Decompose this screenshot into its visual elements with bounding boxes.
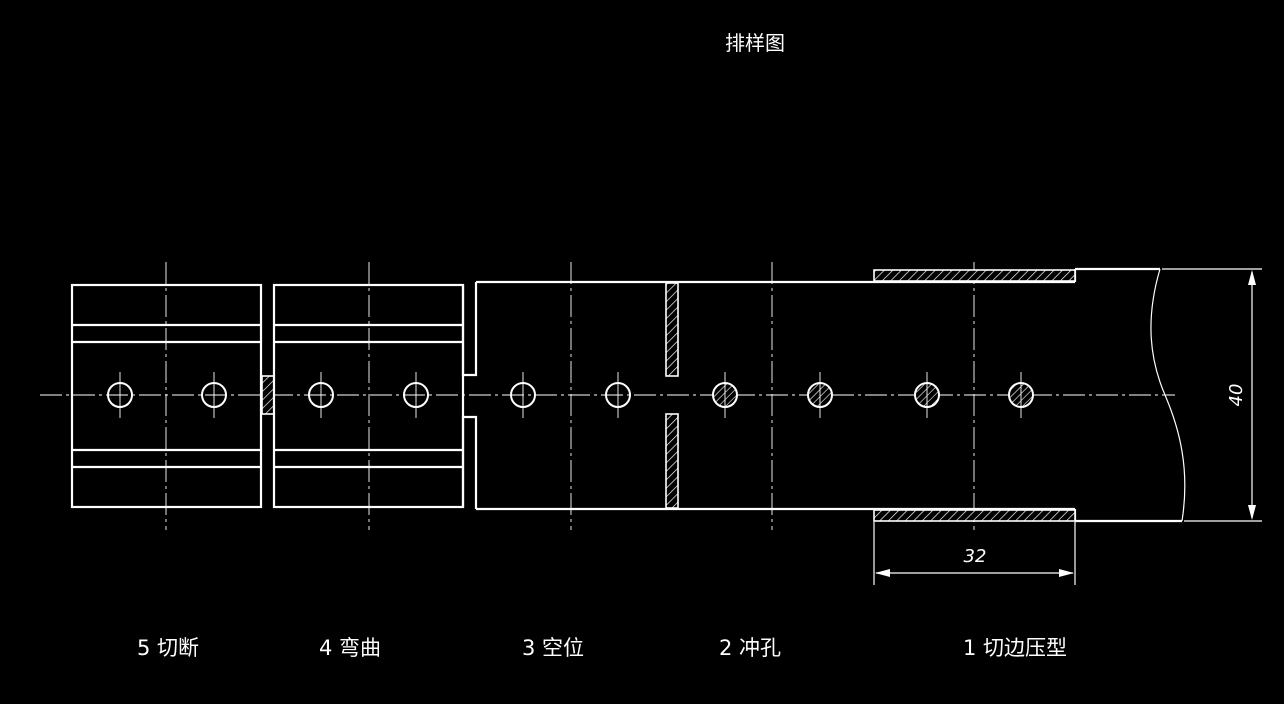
part-station-4: [272, 283, 465, 509]
station-label-1: 1 切边压型: [963, 636, 1067, 660]
dimension-height-label: 40: [1226, 384, 1247, 407]
dimension-pitch: 32: [873, 522, 1076, 585]
station-label-4: 4 弯曲: [319, 636, 381, 660]
station-labels: 5 切断 4 弯曲 3 空位 2 冲孔 1 切边压型: [137, 636, 1067, 660]
station-label-5: 5 切断: [137, 636, 199, 660]
dimension-height: 40: [1162, 268, 1262, 522]
station-label-3: 3 空位: [522, 636, 584, 660]
strip-outline: [461, 267, 1186, 523]
cut-tab-hatch: [261, 375, 275, 415]
drawing-title: 排样图: [725, 31, 785, 55]
slot-hatch-top: [665, 282, 679, 377]
hole-center-marks: [119, 372, 1022, 418]
slot-hatch-bottom: [665, 413, 679, 509]
dimension-pitch-label: 32: [964, 546, 987, 567]
edge-trim-bottom: [873, 509, 1076, 522]
part-station-5: [70, 283, 263, 509]
vertical-centerlines: [165, 262, 975, 530]
edge-trim-top: [873, 269, 1076, 282]
station-label-2: 2 冲孔: [719, 636, 781, 660]
